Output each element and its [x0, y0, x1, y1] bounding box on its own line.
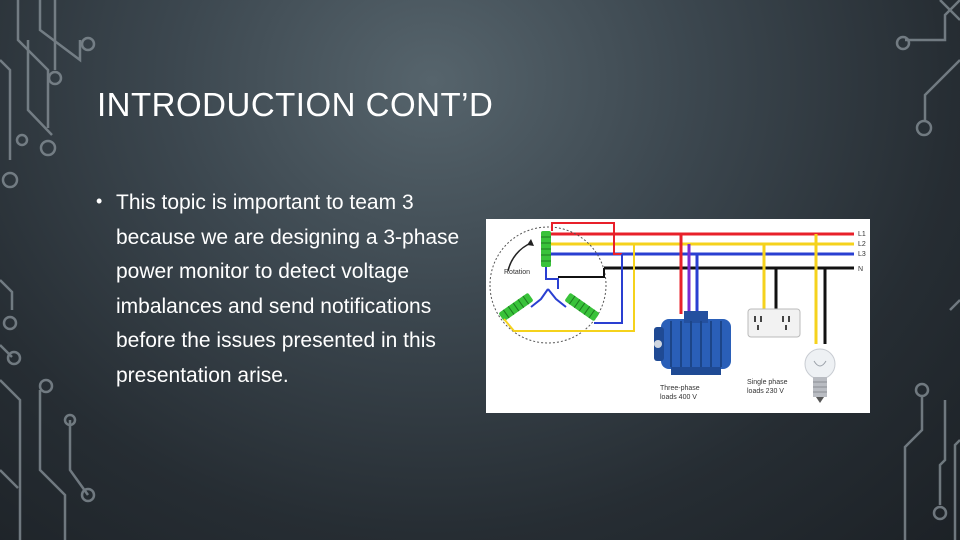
coil-left: [499, 293, 533, 321]
light-bulb-icon: [804, 348, 836, 403]
slide-title: INTRODUCTION CONT’D: [97, 86, 494, 123]
bullet-item: • This topic is important to team 3 beca…: [96, 186, 468, 394]
single-phase-label-line1: Single phase: [747, 379, 788, 386]
label-N: N: [858, 266, 863, 273]
coil-right: [565, 293, 599, 321]
single-phase-label-line2: loads 230 V: [747, 388, 784, 395]
rotation-arrow-icon: [507, 242, 532, 272]
bullet-list: • This topic is important to team 3 beca…: [96, 186, 468, 394]
generator-circle: [489, 226, 607, 344]
three-phase-label-line1: Three-phase: [660, 385, 700, 392]
bullet-marker: •: [96, 191, 103, 211]
label-L3: L3: [858, 251, 866, 258]
bullet-text: This topic is important to team 3 becaus…: [116, 191, 460, 387]
label-L2: L2: [858, 241, 866, 248]
rotation-label: Rotation: [504, 269, 530, 276]
motor-icon: [654, 311, 731, 375]
three-phase-diagram: L1 L2 L3 N Rotation: [486, 219, 870, 413]
coil-top: [541, 231, 551, 267]
three-phase-diagram-graphic: L1 L2 L3 N Rotation: [489, 222, 866, 403]
label-L1: L1: [858, 231, 866, 238]
socket-icon: [747, 308, 801, 338]
three-phase-label-line2: loads 400 V: [660, 394, 697, 401]
